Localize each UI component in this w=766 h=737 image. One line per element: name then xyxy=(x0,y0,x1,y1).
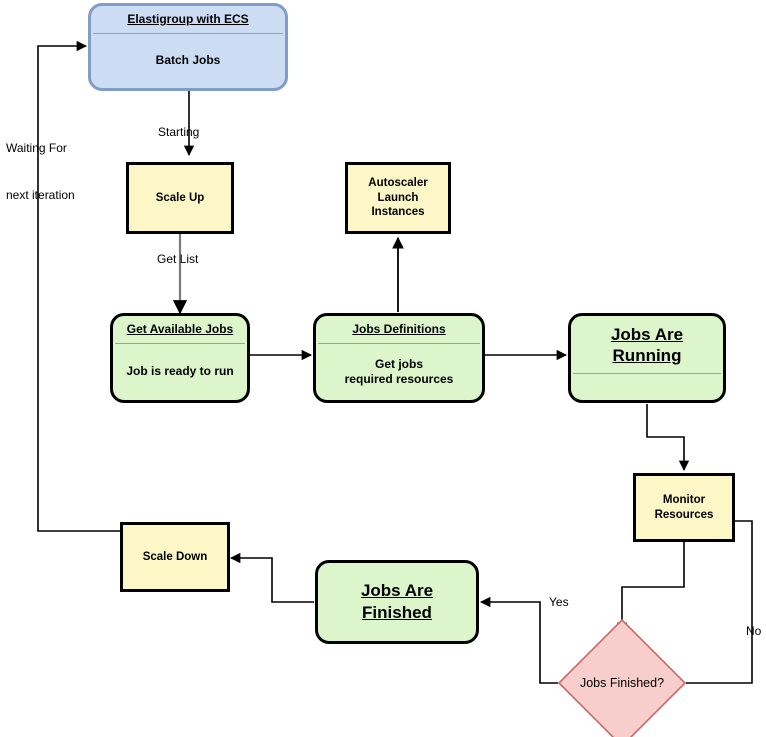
jobs-are-running-title: Jobs Are Running xyxy=(571,316,723,373)
monitor-resources-label: Monitor Resources xyxy=(636,493,732,523)
edge-jobsarefinished-to-scaledown xyxy=(229,552,314,603)
autoscaler-line-2: Launch xyxy=(377,191,419,204)
edge-decision-no-to-monitorresources xyxy=(686,515,753,684)
jobs-definitions-title: Jobs Definitions xyxy=(352,322,446,336)
autoscaler-label: Autoscaler Launch Instances xyxy=(348,176,448,221)
scale-up-label: Scale Up xyxy=(155,191,205,204)
node-scale-down[interactable]: Scale Down xyxy=(120,522,230,592)
jobs-definitions-body-line-1: Get jobs xyxy=(374,356,423,371)
jobs-definitions-divider xyxy=(318,342,480,344)
edge-jobsarerunning-to-monitorresources xyxy=(646,404,690,472)
edge-label-waiting-for-next-iteration: Waiting For next iteration xyxy=(6,110,75,235)
elastigroup-divider xyxy=(93,32,283,34)
get-available-jobs-title: Get Available Jobs xyxy=(126,322,234,336)
get-available-jobs-body: Job is ready to run xyxy=(126,364,234,379)
node-autoscaler-launch-instances[interactable]: Autoscaler Launch Instances xyxy=(345,162,451,234)
autoscaler-line-1: Autoscaler xyxy=(368,176,428,189)
node-get-available-jobs[interactable]: Get Available Jobs Job is ready to run xyxy=(110,313,250,403)
elastigroup-title: Elastigroup with ECS xyxy=(127,12,249,26)
node-jobs-are-finished[interactable]: Jobs Are Finished xyxy=(315,560,479,644)
node-jobs-are-running[interactable]: Jobs Are Running xyxy=(568,313,726,403)
edge-label-no: No xyxy=(746,624,762,638)
edge-decision-yes-to-jobsarefinished xyxy=(479,596,558,684)
jobs-definitions-body-line-2: required resources xyxy=(344,371,454,386)
jobs-are-running-title-line-2: Running xyxy=(612,346,682,366)
edge-label-get-list: Get List xyxy=(157,252,199,266)
elastigroup-body: Batch Jobs xyxy=(155,53,221,68)
node-monitor-resources[interactable]: Monitor Resources xyxy=(633,473,735,542)
node-jobs-finished-decision[interactable]: Jobs Finished? xyxy=(556,617,688,737)
jobs-are-finished-label: Jobs Are Finished xyxy=(318,580,476,624)
edge-label-yes: Yes xyxy=(549,595,569,609)
node-jobs-definitions[interactable]: Jobs Definitions Get jobs required resou… xyxy=(313,313,485,403)
monitor-resources-line-2: Resources xyxy=(654,508,714,521)
waiting-label-line-1: Waiting For xyxy=(6,141,67,156)
waiting-label-line-2: next iteration xyxy=(6,187,75,202)
get-available-jobs-divider xyxy=(115,342,245,344)
jobs-finished-decision-label: Jobs Finished? xyxy=(579,676,665,690)
autoscaler-line-3: Instances xyxy=(371,206,425,219)
jobs-are-running-divider xyxy=(573,372,721,374)
node-elastigroup-with-ecs[interactable]: Elastigroup with ECS Batch Jobs xyxy=(88,3,288,91)
monitor-resources-line-1: Monitor xyxy=(662,493,706,506)
scale-down-label: Scale Down xyxy=(142,550,208,563)
jobs-are-finished-line-1: Jobs Are xyxy=(360,580,434,600)
edge-label-starting: Starting xyxy=(158,125,200,139)
jobs-are-running-body xyxy=(571,374,723,401)
node-scale-up[interactable]: Scale Up xyxy=(126,162,234,234)
jobs-are-finished-line-2: Finished xyxy=(362,603,432,622)
jobs-definitions-body: Get jobs required resources xyxy=(316,344,482,400)
decision-diamond-shape xyxy=(557,618,687,737)
jobs-are-running-title-line-1: Jobs Are xyxy=(610,325,684,344)
